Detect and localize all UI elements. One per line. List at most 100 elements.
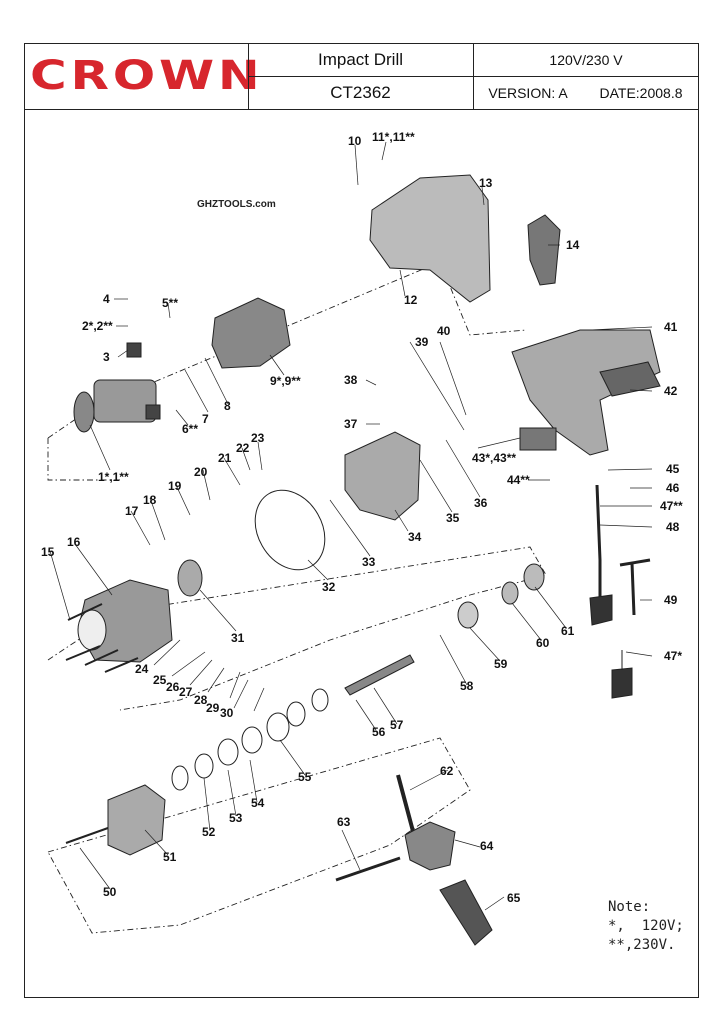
brush-holder-part: [145, 404, 161, 420]
washer-part: [241, 726, 263, 754]
screw-part: [65, 603, 139, 673]
part-label: 2*,2**: [82, 319, 113, 333]
part-label: 16: [67, 535, 81, 549]
part-label: 5**: [162, 296, 178, 310]
grip-insert-part: [527, 214, 561, 286]
part-label: 12: [404, 293, 418, 307]
part-label: 46: [666, 481, 680, 495]
chuck-part: [107, 784, 166, 856]
part-label: 28: [194, 693, 208, 707]
part-label: 54: [251, 796, 265, 810]
part-label: 42: [664, 384, 678, 398]
part-label: 44**: [507, 473, 530, 487]
washer-part: [194, 753, 214, 779]
bearing-part: [457, 601, 479, 629]
part-label: 47*: [664, 649, 682, 663]
part-label: 52: [202, 825, 216, 839]
part-label: 37: [344, 417, 358, 431]
part-label: 57: [390, 718, 404, 732]
drawing-frame: [24, 43, 699, 998]
power-cord-part: [595, 484, 602, 600]
part-label: 10: [348, 134, 362, 148]
gearbox-part: [344, 431, 421, 521]
part-label: 35: [446, 511, 460, 525]
voltage-note: Note: *, 120V; **,230V.: [608, 898, 684, 955]
part-label: 25: [153, 673, 167, 687]
title-divider: [24, 109, 699, 110]
switch-part: [519, 427, 557, 451]
version: VERSION: A: [488, 84, 568, 101]
part-label: 15: [41, 545, 55, 559]
part-label: 59: [494, 657, 508, 671]
armature-fan-part: [73, 391, 95, 433]
gasket-part: [254, 489, 326, 571]
bearing-part: [523, 563, 545, 591]
housing-half-part: [369, 174, 491, 303]
note-line-120v: *, 120V;: [608, 918, 684, 934]
part-label: 23: [251, 431, 265, 445]
part-label: 8: [224, 399, 231, 413]
washer-part: [217, 738, 239, 766]
part-label: 14: [566, 238, 580, 252]
part-label: 27: [179, 685, 193, 699]
trigger-cover-part: [599, 361, 661, 397]
part-label: 38: [344, 373, 358, 387]
part-label: 33: [362, 555, 376, 569]
part-label: 63: [337, 815, 351, 829]
screw-part: [65, 827, 109, 844]
stator-part: [211, 297, 291, 369]
brush-holder-part: [126, 342, 142, 358]
part-label: 48: [666, 520, 680, 534]
part-label: 1*,1**: [98, 470, 129, 484]
part-label: 39: [415, 335, 429, 349]
part-label: 36: [474, 496, 488, 510]
plug-120v-part: [611, 650, 633, 699]
date: DATE:2008.8: [599, 84, 683, 101]
part-label: 17: [125, 504, 139, 518]
part-label: 51: [163, 850, 177, 864]
part-label: 13: [479, 176, 493, 190]
bearing-part: [501, 581, 519, 605]
chuck-key-part: [619, 558, 651, 616]
part-shapes: [65, 174, 661, 946]
part-label: 65: [507, 891, 521, 905]
circlip-part: [311, 688, 329, 712]
part-label: 4: [103, 292, 110, 306]
armature-core-part: [93, 379, 157, 423]
brand-logo-text: CROWN: [30, 53, 264, 99]
part-label: 29: [206, 701, 220, 715]
large-gear-part: [177, 559, 203, 597]
voltage: 120V/230 V: [549, 51, 623, 68]
spindle-part: [344, 654, 415, 696]
washer-part: [286, 701, 306, 727]
part-label: 6**: [182, 422, 198, 436]
part-label: 53: [229, 811, 243, 825]
part-label: 64: [480, 839, 494, 853]
part-label: 22: [236, 441, 250, 455]
model-number: CT2362: [330, 82, 391, 102]
watermark: GHZTOOLS.com: [197, 199, 276, 210]
crown-logo: CROWN: [30, 55, 260, 97]
depth-gauge-part: [335, 856, 401, 882]
part-label: 18: [143, 493, 157, 507]
part-label: 34: [408, 530, 422, 544]
part-label: 45: [666, 462, 680, 476]
part-label: 55: [298, 770, 312, 784]
housing-right-part: [511, 329, 661, 456]
part-label: 11*,11**: [372, 130, 415, 144]
plug-230v-part: [589, 594, 613, 626]
part-labels: 10 11*,11** 13 14 12 4 5** 2*,2** 3 7 8 …: [41, 130, 683, 905]
part-label: 61: [561, 624, 575, 638]
part-label: 43*,43**: [472, 451, 516, 465]
part-label: 40: [437, 324, 451, 338]
part-label: 7: [202, 412, 209, 426]
product-name: Impact Drill: [317, 49, 403, 69]
part-label: 32: [322, 580, 336, 594]
washer-part: [266, 712, 290, 742]
part-label: 21: [218, 451, 232, 465]
title-block: CROWN Impact Drill CT2362 120V/230 V VER…: [24, 43, 699, 110]
part-label: 56: [372, 725, 386, 739]
part-label: 9*,9**: [270, 374, 301, 388]
leader-lines: [49, 141, 653, 911]
depth-rod-part: [396, 774, 416, 836]
